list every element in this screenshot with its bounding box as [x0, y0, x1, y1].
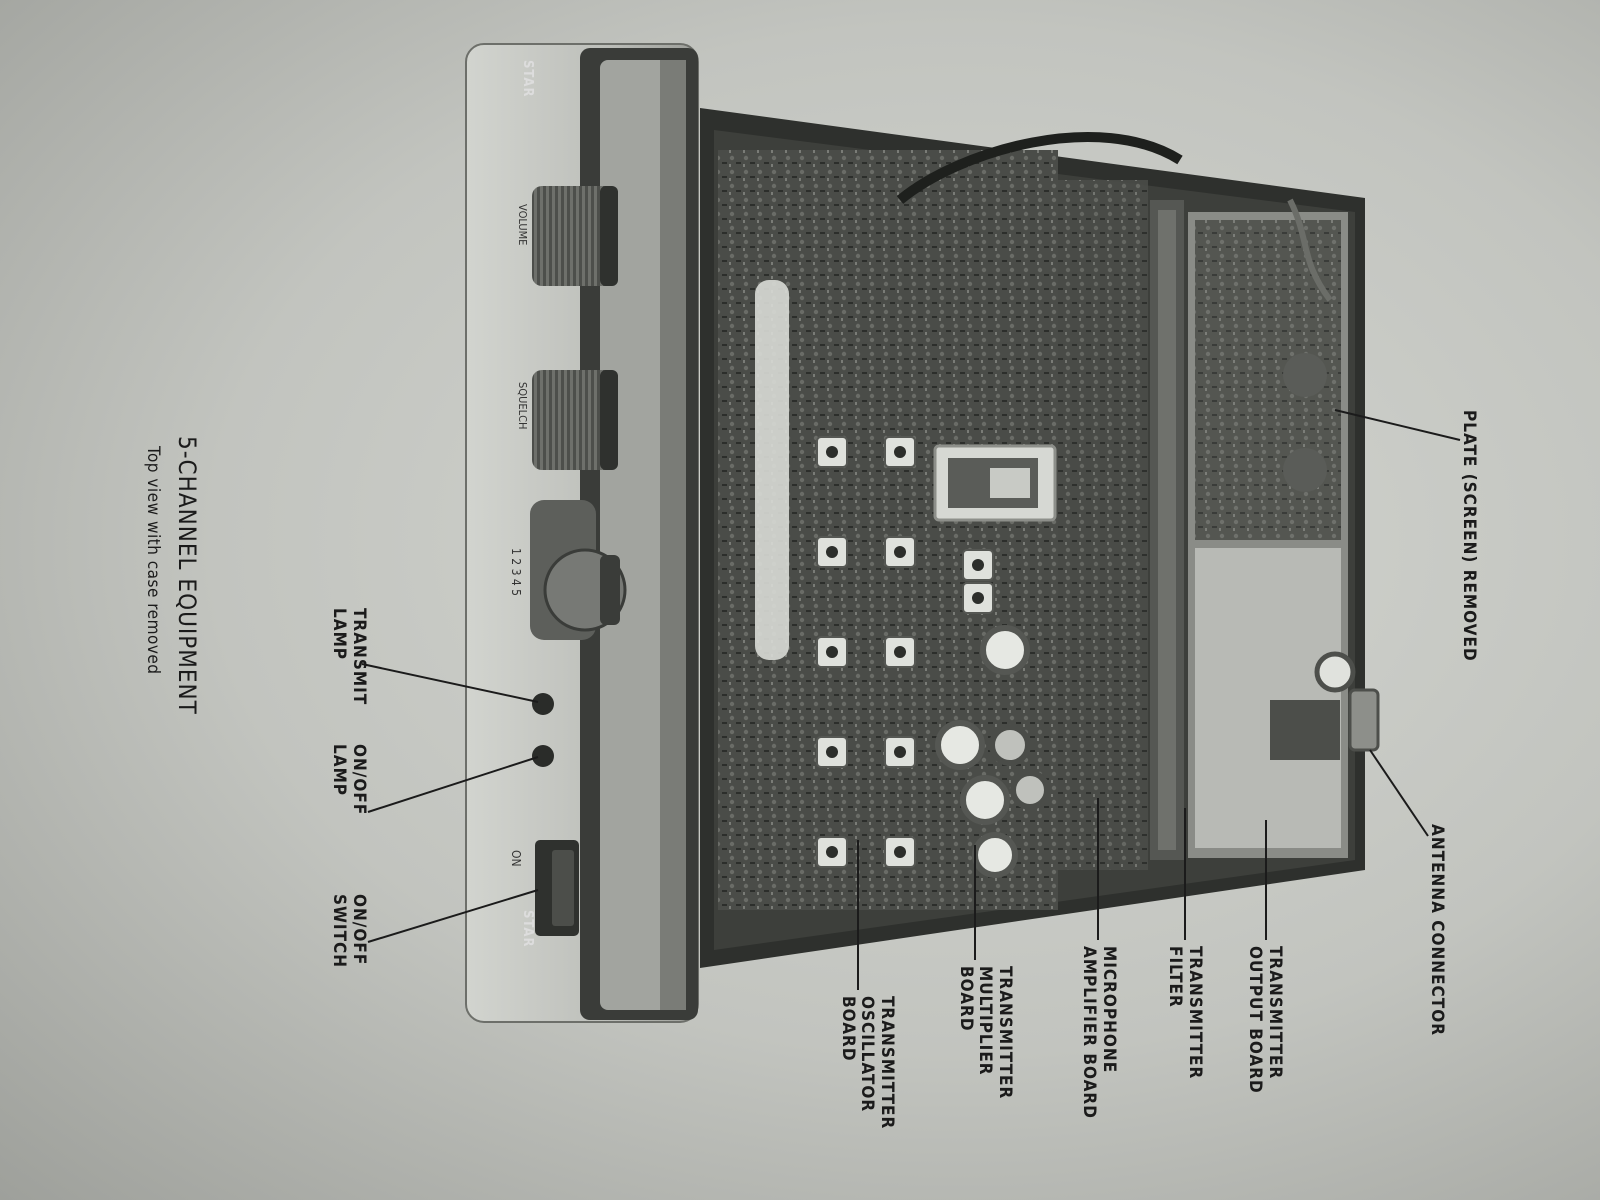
socket-hole [826, 546, 838, 558]
socket-hole [894, 646, 906, 658]
socket-hole [826, 846, 838, 858]
channel-selector-knob [530, 500, 627, 640]
antenna-connector-label: ANTENNA CONNECTOR [1427, 824, 1447, 1036]
transmitter-filter-label: TRANSMITTER FILTER [1165, 946, 1205, 1080]
on-off-switch-label: ON/OFF SWITCH [329, 894, 369, 969]
caption-subtitle: Top view with case removed [143, 446, 163, 675]
transmitter-oscillator-board-label: TRANSMITTER OSCILLATOR BOARD [837, 996, 897, 1130]
channel-numbers: 1 2 3 4 5 [509, 548, 523, 597]
socket-hole [972, 592, 984, 604]
volume-label: VOLUME [516, 204, 529, 246]
microphone-amplifier-board [1058, 180, 1148, 870]
transmit-lamp-label: TRANSMIT LAMP [329, 608, 369, 706]
antenna-connector [1348, 688, 1380, 752]
socket-hole [826, 646, 838, 658]
on-off-lamp [532, 745, 554, 767]
brand-mark-bottom: STAR [520, 910, 535, 948]
caption-title: 5-CHANNEL EQUIPMENT [173, 436, 201, 715]
socket-hole [826, 446, 838, 458]
socket-hole [894, 546, 906, 558]
on-off-lamp-label: ON/OFF LAMP [329, 744, 369, 816]
wiring-loom [755, 280, 789, 660]
socket-hole [894, 746, 906, 758]
transmitter-output-board-label: TRANSMITTER OUTPUT BOARD [1245, 946, 1285, 1094]
brand-mark-top: STAR [520, 60, 535, 98]
crystal-sockets [816, 436, 994, 868]
transmitter-multiplier-board-label: TRANSMITTER MULTIPLIER BOARD [955, 966, 1015, 1100]
squelch-knob [532, 370, 618, 470]
transmit-lamp [532, 693, 554, 715]
squelch-label: SQUELCH [516, 382, 529, 430]
socket-hole [894, 446, 906, 458]
plate-removed-label: PLATE (SCREEN) REMOVED [1459, 410, 1479, 662]
microphone-amplifier-board-label: MICROPHONE AMPLIFIER BOARD [1079, 946, 1119, 1119]
socket-hole [894, 846, 906, 858]
front-panel [465, 43, 699, 1023]
volume-knob [532, 186, 618, 286]
switch-on-label: ON [509, 850, 523, 867]
callout-lines [361, 409, 1461, 990]
socket-hole [972, 559, 984, 571]
socket-hole [826, 746, 838, 758]
